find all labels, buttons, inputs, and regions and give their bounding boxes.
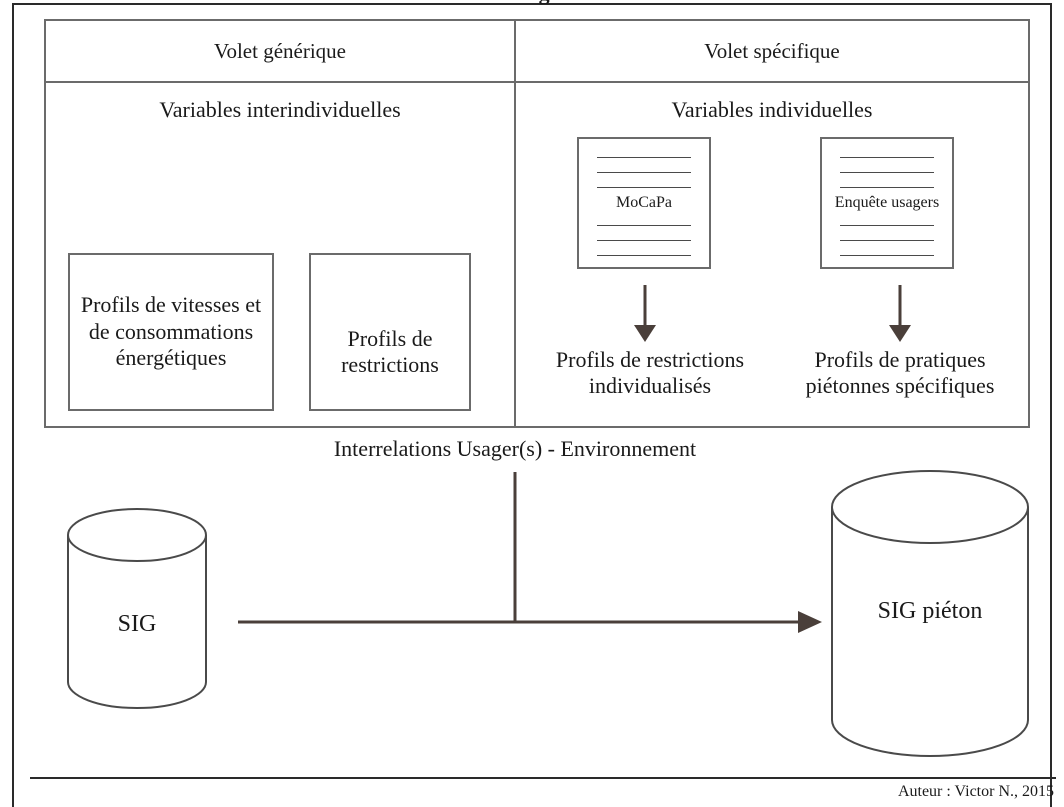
database-target-icon [831,470,1029,757]
database-source-icon [67,508,207,709]
diagram-frame [12,3,1052,807]
box-restriction-label: Profils de restrictions [341,325,439,377]
document-mocapa-icon: MoCaPa [577,137,711,269]
database-source-label: SIG [117,611,157,637]
author-credit: Auteur : Victor N., 2015 [897,783,1054,800]
arrow-mocapa-head [634,325,656,342]
specific-subtitle: Variables individuelles [671,97,873,122]
result-practices: Profils de pratiques piétonnes spécifiqu… [805,347,995,398]
interrelations-label: Interrelations Usager(s) - Environnement [333,436,697,461]
document-survey-icon: Enquête usagers [820,137,954,269]
header-specific: Volet spécifique [704,38,840,63]
footer-rule [30,777,1056,779]
generic-subtitle: Variables interindividuelles [159,97,401,122]
arrow-survey-head [889,325,911,342]
title-fragment: ng [458,0,618,4]
result-restrictions: Profils de restrictions individualisés [555,347,745,398]
box-speed-label: Profils de vitesses et de consommations … [80,292,262,371]
box-restriction-profiles: Profils de restrictions [309,253,471,411]
header-generic: Volet générique [214,38,346,63]
table-border [44,19,1030,428]
main-arrow-head [798,611,822,633]
database-target-label: SIG piéton [877,598,983,624]
document-survey-label: Enquête usagers [834,194,940,211]
box-speed-profiles: Profils de vitesses et de consommations … [68,253,274,411]
document-mocapa-label: MoCaPa [616,194,672,211]
